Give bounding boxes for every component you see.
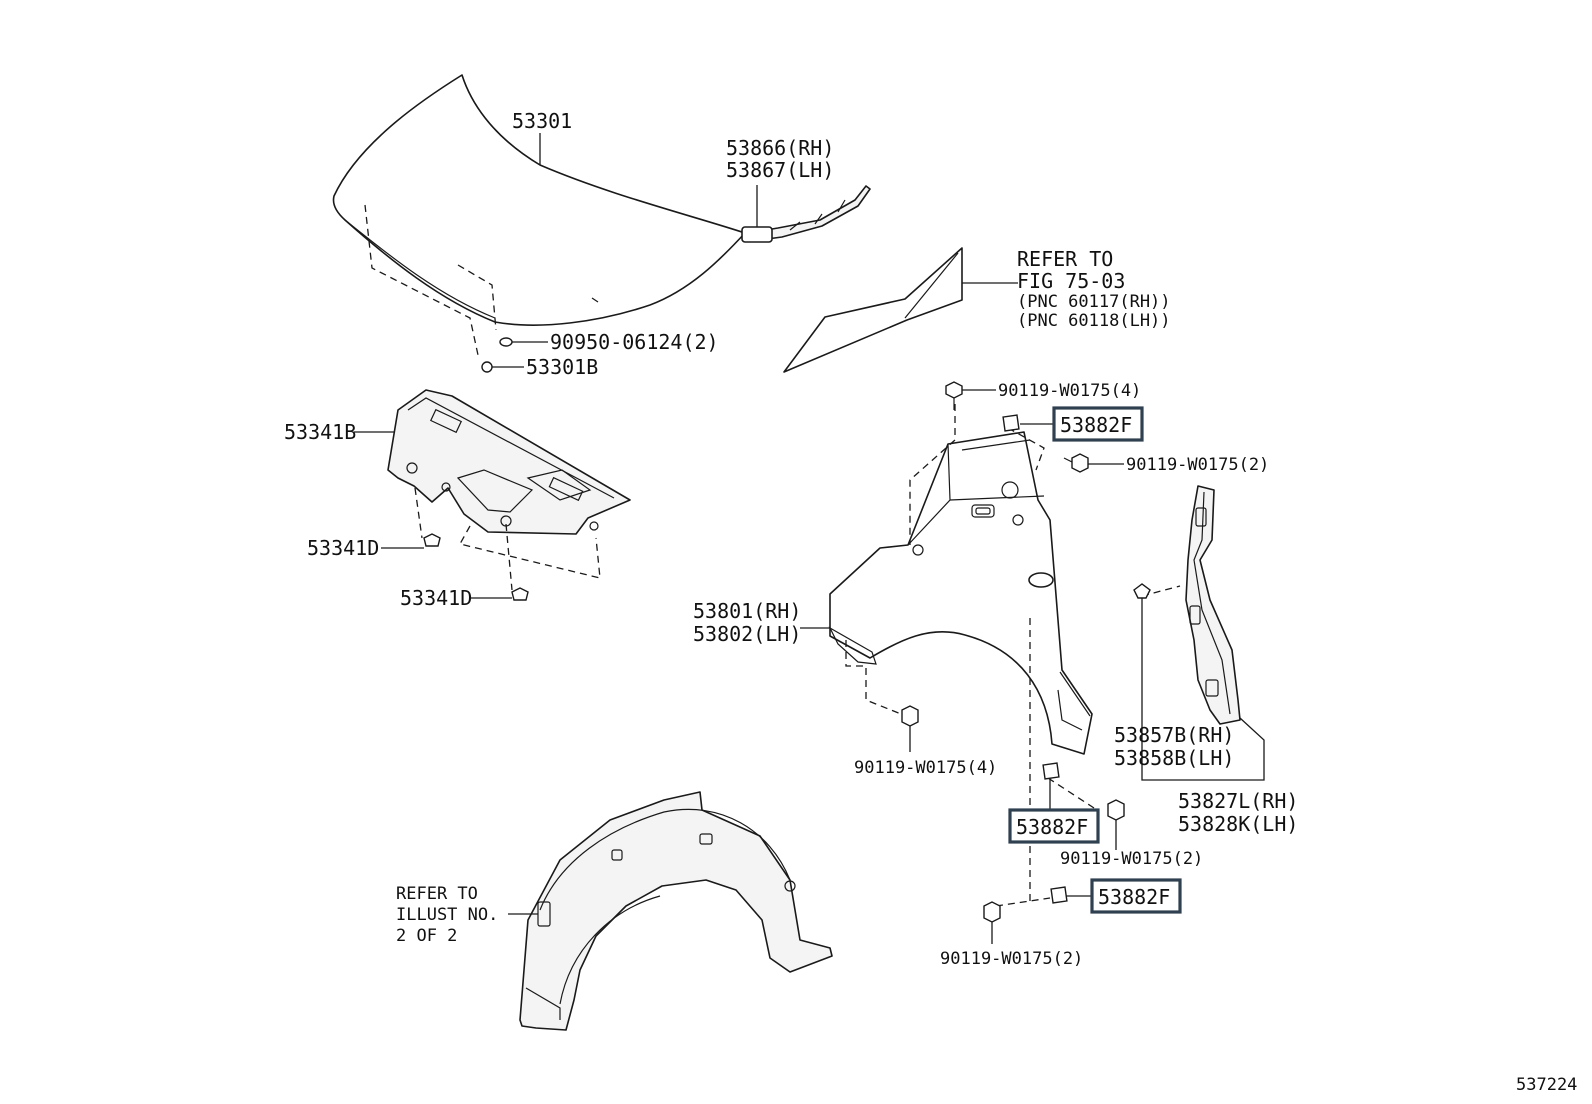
spacer-low[interactable]	[1050, 886, 1068, 904]
hood-dash-lines	[364, 204, 497, 356]
label-bolt-front: 90119-W0175(4)	[854, 758, 997, 778]
label-bolt-right: 90119-W0175(2)	[1126, 455, 1269, 475]
hood-seal[interactable]	[741, 185, 871, 243]
spacer-mid[interactable]	[1042, 762, 1060, 780]
label-bolt-top: 90119-W0175(4)	[998, 381, 1141, 401]
label-refer-illust-1: REFER TO	[396, 884, 478, 904]
hood-cushion[interactable]	[499, 337, 513, 347]
insulator-dash-lines	[414, 487, 601, 591]
label-bolt-low: 90119-W0175(2)	[940, 949, 1083, 969]
bolt-top[interactable]	[945, 381, 963, 410]
label-bracket-clip-lh: 53858B(LH)	[1114, 746, 1234, 770]
fender-liner[interactable]	[519, 791, 833, 1031]
label-bracket-lh: 53828K(LH)	[1178, 812, 1298, 836]
label-spacer-low: 53882F	[1098, 885, 1170, 909]
label-spacer-top: 53882F	[1060, 413, 1132, 437]
figure-number: 537224	[1516, 1075, 1577, 1095]
bracket-clip[interactable]	[1133, 583, 1151, 599]
label-bracket-clip-rh: 53857B(RH)	[1114, 723, 1234, 747]
label-hood-clip: 53301B	[526, 355, 598, 379]
label-insulator-clip-1: 53341D	[307, 536, 379, 560]
insulator-clip-1[interactable]	[423, 533, 441, 547]
label-hood: 53301	[512, 109, 572, 133]
insulator-clip-2[interactable]	[511, 587, 529, 601]
highlight-spacer-low[interactable]	[1090, 878, 1182, 914]
fender-dash-lines	[845, 404, 1181, 907]
windshield-glass[interactable]	[783, 247, 963, 373]
label-refer-illust-3: 2 OF 2	[396, 926, 457, 946]
label-insulator-clip-2: 53341D	[400, 586, 472, 610]
label-hood-seal-rh: 53866(RH)	[726, 136, 834, 160]
label-bolt-mid: 90119-W0175(2)	[1060, 849, 1203, 869]
label-fender-lh: 53802(LH)	[693, 622, 801, 646]
label-bracket-rh: 53827L(RH)	[1178, 789, 1298, 813]
bolt-right[interactable]	[1063, 453, 1089, 473]
hood-panel[interactable]	[332, 74, 746, 326]
label-hood-cushion: 90950-06124(2)	[550, 330, 719, 354]
fender-bracket[interactable]	[1185, 485, 1241, 725]
highlight-spacer-mid[interactable]	[1008, 808, 1100, 844]
label-refer-fig-3: (PNC 60117(RH))	[1017, 292, 1171, 312]
label-spacer-mid: 53882F	[1016, 815, 1088, 839]
label-fender-rh: 53801(RH)	[693, 599, 801, 623]
label-insulator: 53341B	[284, 420, 356, 444]
bolt-mid[interactable]	[1107, 799, 1125, 821]
label-refer-illust-2: ILLUST NO.	[396, 905, 498, 925]
bolt-front[interactable]	[901, 705, 919, 727]
highlight-spacer-top[interactable]	[1052, 406, 1144, 442]
bolt-low[interactable]	[983, 901, 1001, 923]
spacer-top[interactable]	[1002, 414, 1020, 432]
label-refer-fig-1: REFER TO	[1017, 247, 1113, 271]
hood-insulator[interactable]	[387, 389, 631, 535]
hood-clip[interactable]	[481, 361, 493, 373]
front-fender[interactable]	[828, 431, 1093, 755]
label-refer-fig-2: FIG 75-03	[1017, 269, 1125, 293]
label-hood-seal-lh: 53867(LH)	[726, 158, 834, 182]
label-refer-fig-4: (PNC 60118(LH))	[1017, 311, 1171, 331]
